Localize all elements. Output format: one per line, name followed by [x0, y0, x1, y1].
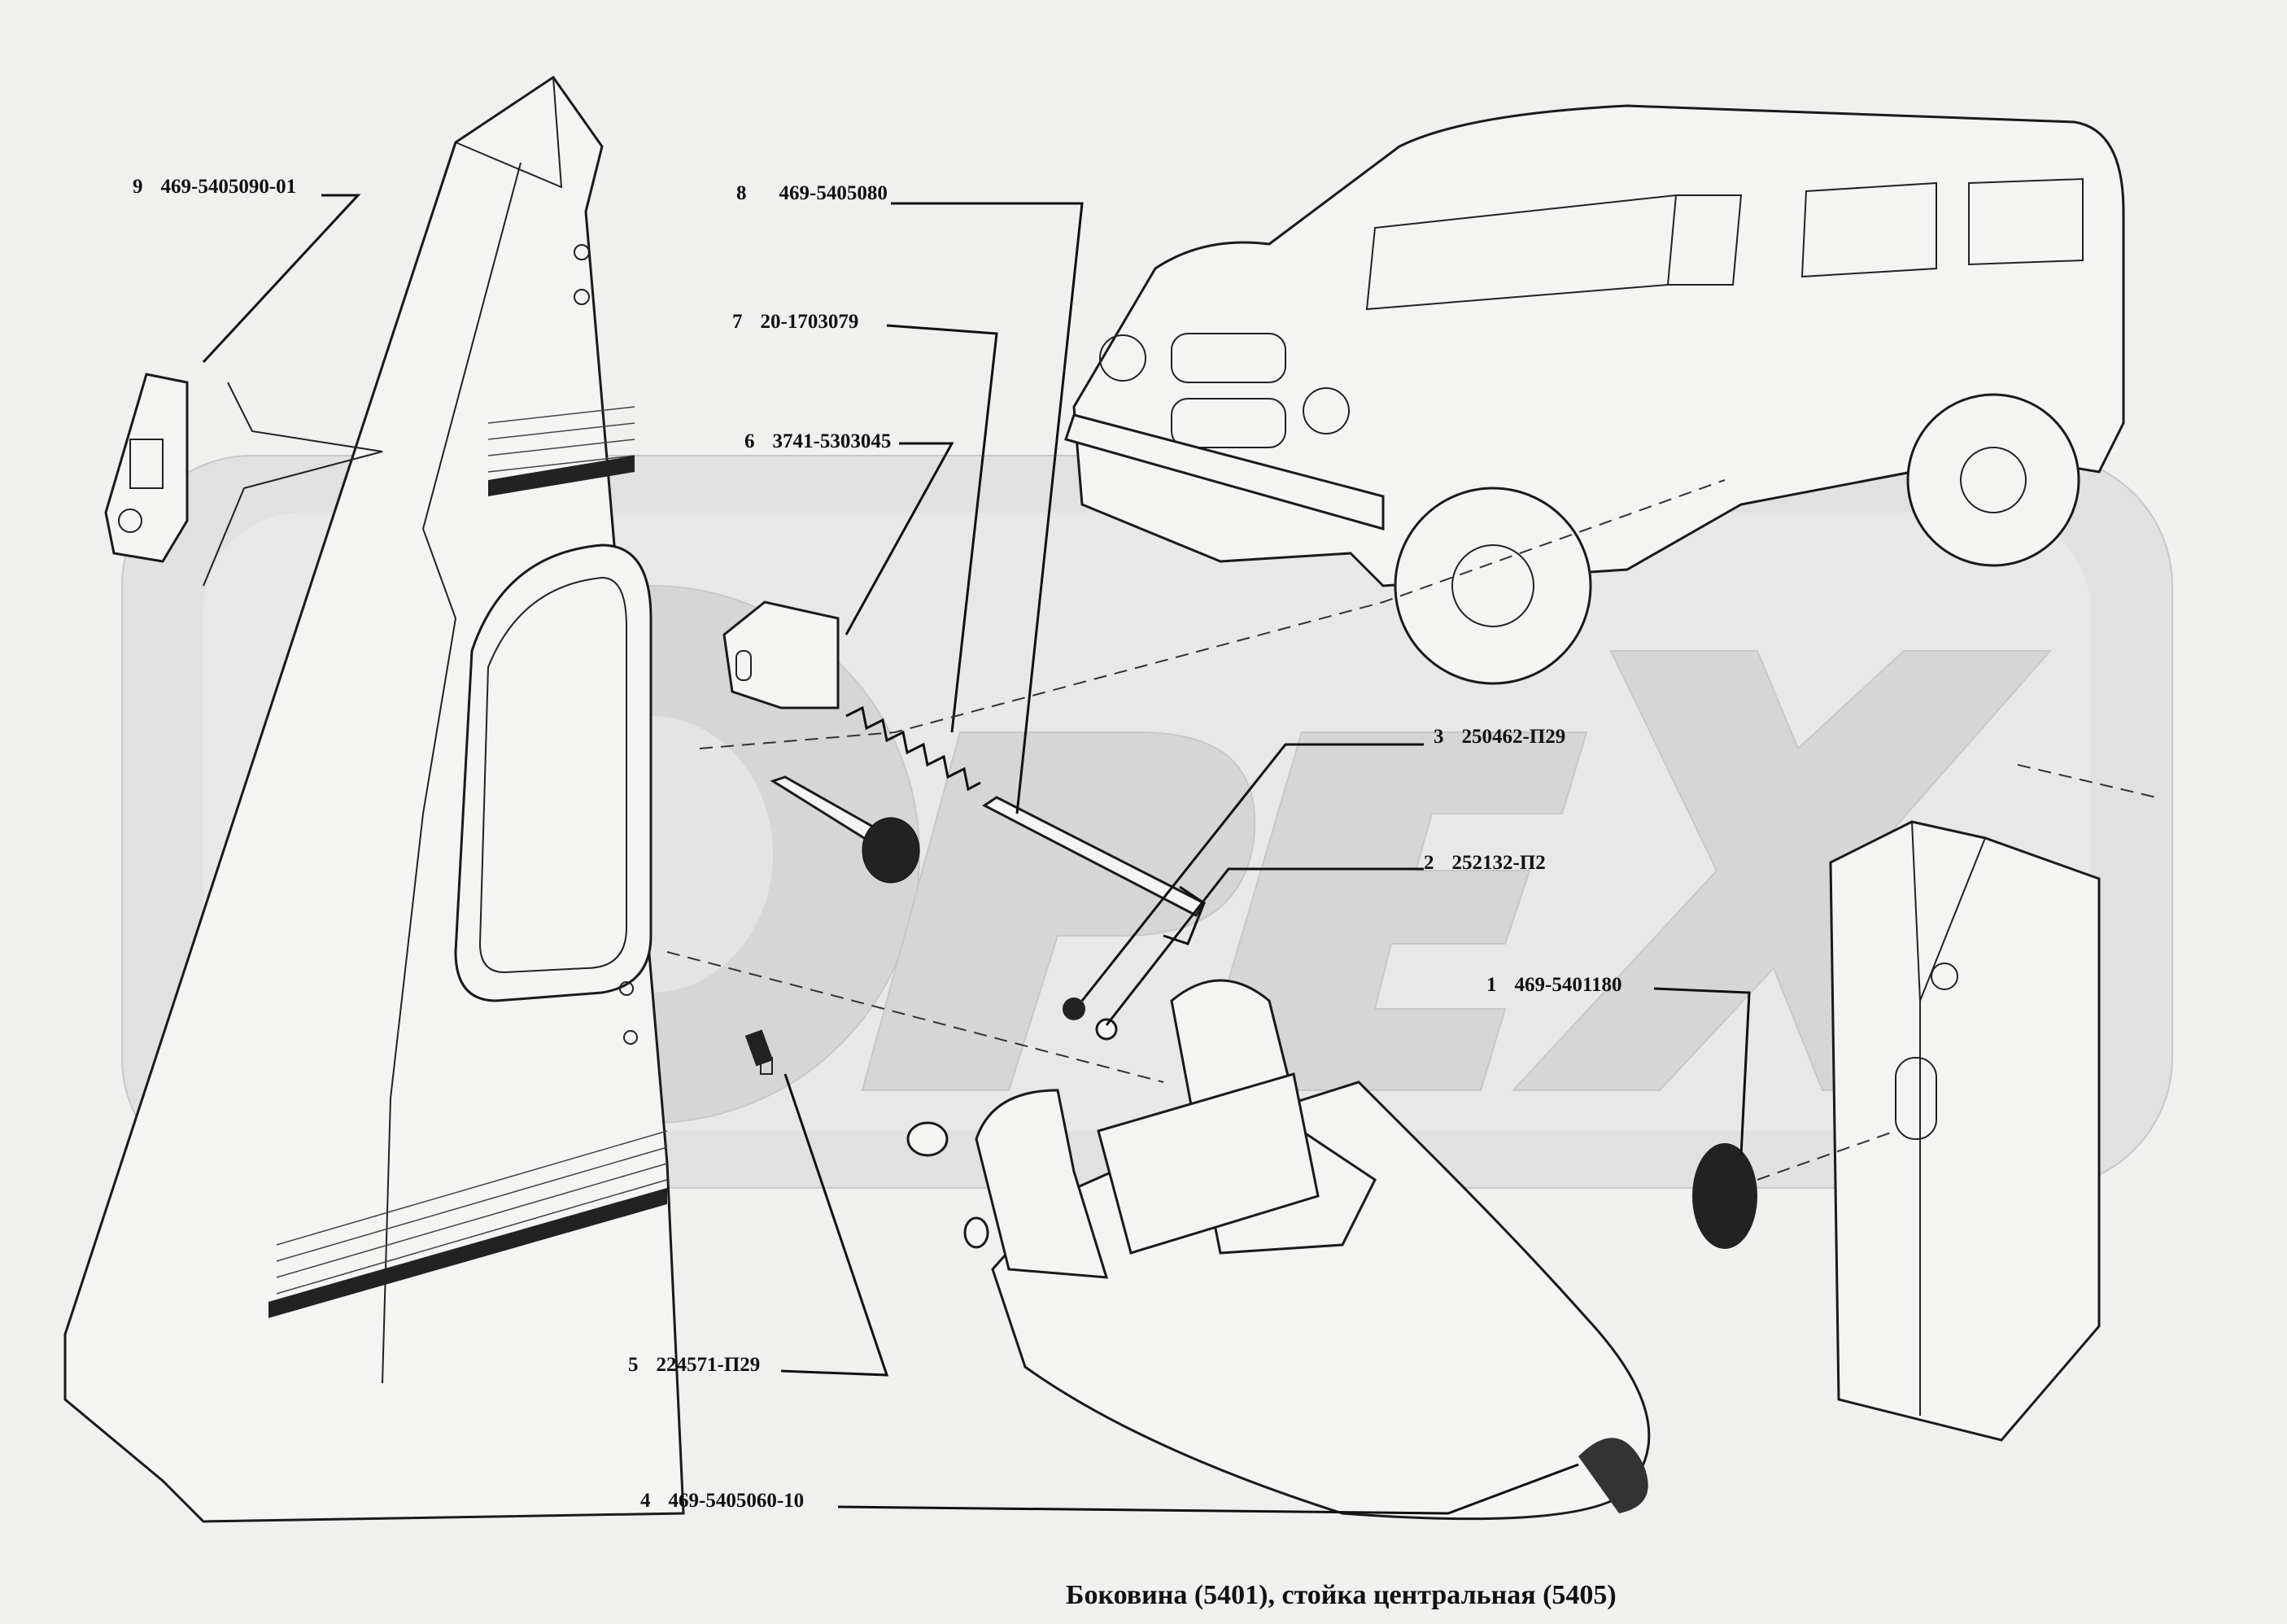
side-panel-stripe-upper [488, 456, 635, 496]
part-7-spring [845, 705, 981, 792]
callout-7-number: 7 [732, 311, 743, 333]
callout-4: 4 469-5405060-10 [640, 1491, 804, 1511]
callout-5-number: 5 [628, 1354, 639, 1376]
part-4-seat-hinge [906, 979, 1651, 1521]
part-2-washer [1095, 1018, 1118, 1041]
watermark-letter-p [861, 731, 1256, 1091]
callout-5-part-number: 224571-П29 [656, 1354, 761, 1376]
callout-2-part-number: 252132-П2 [1451, 852, 1546, 874]
callout-6: 6 3741-5303045 [744, 431, 891, 452]
vehicle-body [1072, 104, 2125, 587]
side-panel-door-opening [454, 544, 652, 1002]
side-panel [63, 75, 685, 1523]
part-9-plate [104, 373, 189, 563]
callout-2-number: 2 [1424, 852, 1434, 874]
part-3-nut [1063, 998, 1085, 1020]
vehicle-illustration [1064, 104, 2125, 685]
callout-1: 1 469-5401180 [1486, 975, 1621, 995]
callout-2: 2 252132-П2 [1424, 853, 1546, 873]
callout-6-number: 6 [744, 430, 755, 452]
callout-9-number: 9 [133, 176, 143, 198]
vehicle-front-wheel [1394, 487, 1592, 685]
callout-6-part-number: 3741-5303045 [772, 430, 892, 452]
part-8-rod [982, 796, 1207, 945]
callout-3-part-number: 250462-П29 [1461, 726, 1566, 748]
callout-1-part-number: 469-5401180 [1514, 974, 1622, 996]
callout-4-number: 4 [640, 1490, 651, 1512]
part-6-bracket [722, 600, 840, 709]
callout-9: 9 469-5405090-01 [133, 177, 296, 197]
callout-8-number: 8 [736, 182, 747, 204]
leader-lines [202, 194, 1751, 1515]
side-panel-stripe-lower [268, 1188, 667, 1318]
callout-3: 3 250462-П29 [1434, 727, 1565, 747]
callout-4-part-number: 469-5405060-10 [668, 1490, 805, 1512]
callout-1-number: 1 [1486, 974, 1497, 996]
callout-7: 7 20-1703079 [732, 312, 858, 332]
vehicle-rear-wheel [1906, 393, 2080, 567]
callout-8: 8 469-5405080 [736, 183, 888, 203]
vehicle-bumper [1064, 413, 1385, 530]
callout-8-part-number: 469-5405080 [779, 182, 888, 204]
callout-9-part-number: 469-5405090-01 [160, 176, 297, 198]
callout-3-number: 3 [1434, 726, 1444, 748]
diagram-title: Боковина (5401), стойка центральная (540… [1066, 1580, 1617, 1610]
part-1-plug [1692, 1143, 1757, 1249]
central-pillar [1829, 820, 2101, 1442]
side-panel-drawing [63, 75, 685, 1523]
callout-7-part-number: 20-1703079 [760, 311, 859, 333]
callout-5: 5 224571-П29 [628, 1355, 760, 1375]
assembly-lines [666, 479, 2157, 1181]
stopper-knob [770, 775, 920, 884]
watermark-letter-e [1194, 731, 1588, 1091]
part-5-bolt [744, 1029, 774, 1075]
